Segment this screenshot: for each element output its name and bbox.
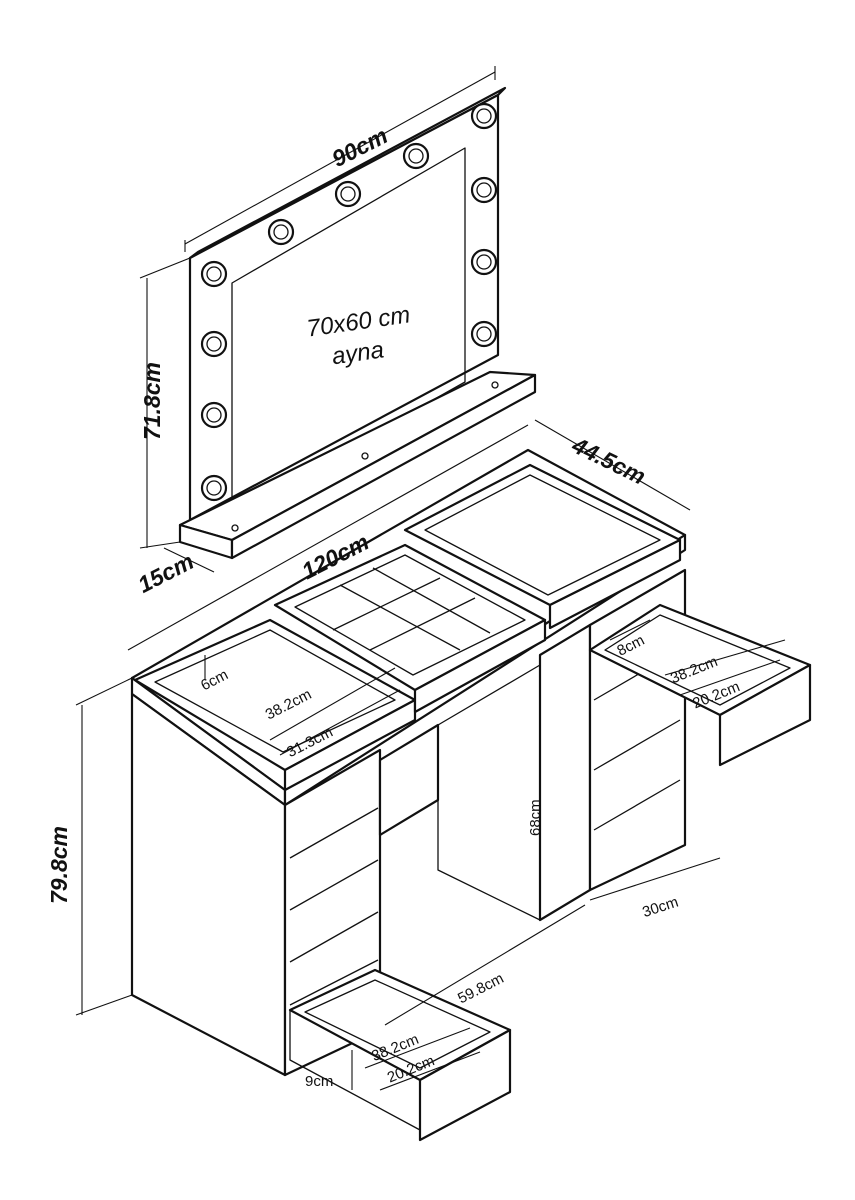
mirror-depth-label: 15cm — [134, 548, 198, 598]
dim-table-depth — [534, 419, 691, 511]
dim-mirror-width — [184, 71, 496, 245]
mirror-base-side — [230, 373, 537, 560]
right-cabinet-side — [538, 623, 592, 922]
bulb-icon — [470, 102, 498, 130]
vanity-table — [75, 419, 812, 1142]
knee-height-label: 68cm — [527, 799, 544, 836]
mirror-frame — [188, 93, 500, 522]
mirror-bulbs — [200, 102, 498, 502]
mirror-height-label: 71.8cm — [139, 362, 165, 440]
bulb-icon — [200, 330, 228, 358]
knee-space-back — [437, 664, 541, 921]
mirror-glass — [231, 147, 466, 514]
dim-cabinet-depth — [589, 857, 721, 901]
dim-mirror-depth — [163, 547, 215, 573]
drawer-right-front — [718, 663, 812, 767]
mirror — [139, 66, 537, 573]
bulb-icon — [200, 260, 228, 288]
base-hole — [361, 452, 369, 460]
dim-knee-width — [384, 904, 586, 1026]
dim-table-width — [127, 424, 529, 651]
drawer-bottom-front — [418, 1028, 512, 1142]
tray-left-inner — [154, 629, 396, 753]
bulb-icon — [267, 218, 295, 246]
knee-width-label: 59.8cm — [455, 970, 507, 1007]
base-hole — [231, 524, 239, 532]
tray-left-front — [283, 698, 417, 792]
table-height-label: 79.8cm — [46, 826, 72, 904]
tray-right-front — [548, 538, 682, 630]
middle-drawer — [378, 723, 440, 837]
bulb-icon — [470, 248, 498, 276]
bulb-icon — [470, 320, 498, 348]
bulb-icon — [200, 401, 228, 429]
bulb-icon — [470, 176, 498, 204]
cabinet-depth-label: 30cm — [640, 894, 680, 922]
tray-right-inner — [424, 474, 661, 596]
drawer-bottom-height-label: 9cm — [305, 1073, 333, 1090]
bulb-icon — [334, 180, 362, 208]
base-hole — [491, 381, 499, 389]
bulb-icon — [200, 474, 228, 502]
bulb-icon — [402, 142, 430, 170]
